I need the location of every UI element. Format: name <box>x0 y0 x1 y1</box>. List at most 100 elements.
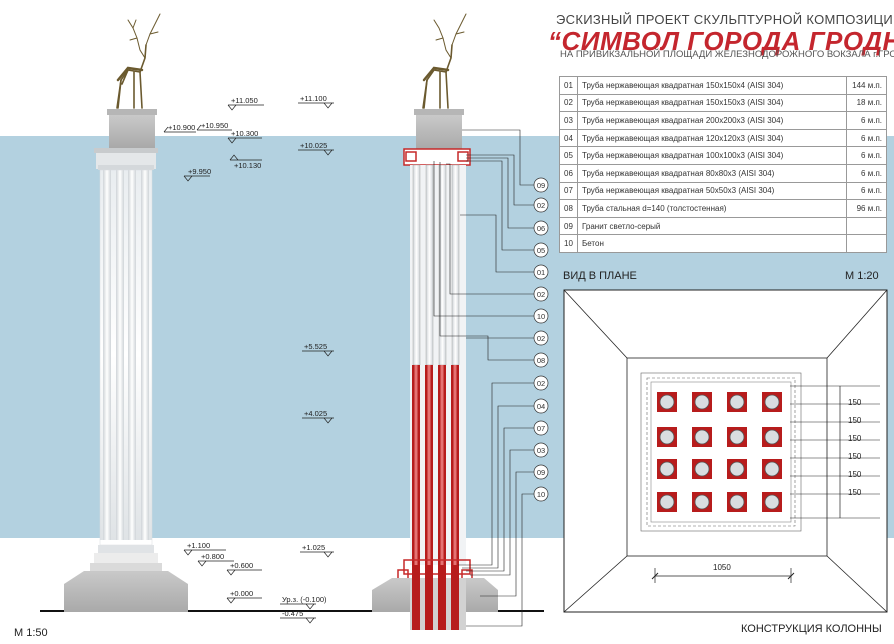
spec-cell-qty: 18 м.п. <box>846 93 887 113</box>
callout: 05 <box>533 242 549 258</box>
plan-pipe-round <box>694 429 710 445</box>
level-label: Ур.з. (-0.100) <box>282 595 327 604</box>
spec-cell-n: 10 <box>559 234 578 253</box>
spec-cell-name: Труба нержавеющая квадратная 150x150x4 (… <box>577 76 847 95</box>
plan-view: 1050 150 150 150 150 150 150 <box>563 289 888 613</box>
deer-sculpture-right <box>422 13 467 109</box>
plan-pipe-round <box>729 394 745 410</box>
plan-pipe-round <box>659 494 675 510</box>
plan-view-scale: М 1:20 <box>845 270 879 282</box>
callout: 03 <box>533 442 549 458</box>
left-level-marks <box>163 104 264 604</box>
callout: 04 <box>533 398 549 414</box>
spec-cell-name: Труба нержавеющая квадратная 50x50x3 (AI… <box>577 181 847 201</box>
plan-row-dimension: 150 <box>848 470 862 479</box>
plan-pipe-round <box>659 461 675 477</box>
svg-text:02: 02 <box>537 201 545 210</box>
callout: 02 <box>533 330 549 346</box>
callout: 07 <box>533 420 549 436</box>
callout: 08 <box>533 352 549 368</box>
svg-text:08: 08 <box>537 356 545 365</box>
plan-pipe-round <box>694 494 710 510</box>
plan-pipe-round <box>729 494 745 510</box>
spec-cell-n: 07 <box>559 181 578 201</box>
spec-cell-qty <box>846 234 887 253</box>
plan-pipe-round <box>694 394 710 410</box>
level-label: +1.100 <box>187 541 210 550</box>
callout-circles: 09 02 06 05 01 02 10 02 08 02 04 07 03 0… <box>533 177 549 502</box>
plan-pipe-round <box>729 429 745 445</box>
plan-row-dimension: 150 <box>848 452 862 461</box>
callout: 10 <box>533 486 549 502</box>
spec-cell-n: 01 <box>559 76 578 95</box>
spec-cell-qty: 6 м.п. <box>846 181 887 201</box>
callout: 02 <box>533 197 549 213</box>
plan-pipe-round <box>764 394 780 410</box>
level-label: +10.950 <box>201 121 228 130</box>
callout: 09 <box>533 177 549 193</box>
callout: 10 <box>533 308 549 324</box>
svg-text:02: 02 <box>537 379 545 388</box>
callout: 02 <box>533 286 549 302</box>
plan-view-title: ВИД В ПЛАНЕ <box>563 270 637 282</box>
spec-cell-name: Труба нержавеющая квадратная 80x80x3 (AI… <box>577 163 847 183</box>
spec-cell-name: Труба нержавеющая квадратная 150x150x3 (… <box>577 93 847 113</box>
svg-text:01: 01 <box>537 268 545 277</box>
callout: 06 <box>533 220 549 236</box>
spec-cell-name: Бетон <box>577 234 847 253</box>
plan-pipe-round <box>659 394 675 410</box>
spec-cell-n: 03 <box>559 111 578 130</box>
callout: 09 <box>533 464 549 480</box>
level-label: +0.000 <box>230 589 253 598</box>
spec-cell-n: 08 <box>559 199 578 218</box>
spec-cell-n: 02 <box>559 93 578 113</box>
level-label: +10.900 <box>168 123 195 132</box>
spec-cell-name: Труба нержавеющая квадратная 120x120x3 (… <box>577 128 847 148</box>
plan-row-dimension: 150 <box>848 488 862 497</box>
header-line-1: ЭСКИЗНЫЙ ПРОЕКТ СКУЛЬПТУРНОЙ КОМПОЗИЦИИ <box>556 12 894 27</box>
plan-pipe-round <box>764 429 780 445</box>
callout: 01 <box>533 264 549 280</box>
spec-cell-n: 04 <box>559 128 578 148</box>
level-label: +11.100 <box>300 94 327 103</box>
left-level-labels: +11.050 +10.900 +10.950 +10.300 +10.130 … <box>168 96 261 598</box>
spec-cell-name: Труба стальная d=140 (толстостенная) <box>577 199 847 218</box>
level-label: +9.950 <box>188 167 211 176</box>
svg-text:10: 10 <box>537 490 545 499</box>
header-subtitle: НА ПРИВИКЗАЛЬНОЙ ПЛОЩАДИ ЖЕЛЕЗНОДОРОЖНОГ… <box>560 49 894 60</box>
level-label: -0.475 <box>282 609 303 618</box>
deer-sculpture-left <box>116 13 161 109</box>
plan-pipe-round <box>729 461 745 477</box>
svg-text:10: 10 <box>537 312 545 321</box>
spec-cell-n: 05 <box>559 146 578 165</box>
mid-level-labels: +11.100 +10.025 +5.525 +4.025 +1.025 Ур.… <box>282 94 327 618</box>
level-label: +0.600 <box>230 561 253 570</box>
svg-text:05: 05 <box>537 246 545 255</box>
svg-text:09: 09 <box>537 181 545 190</box>
level-label: +4.025 <box>304 409 327 418</box>
svg-text:02: 02 <box>537 290 545 299</box>
svg-text:02: 02 <box>537 334 545 343</box>
pedestal-top-left <box>109 115 155 148</box>
level-label: +10.130 <box>234 161 261 170</box>
svg-text:06: 06 <box>537 224 545 233</box>
level-label: +1.025 <box>302 543 325 552</box>
spec-cell-n: 09 <box>559 216 578 236</box>
level-label: +0.800 <box>201 552 224 561</box>
base-left <box>64 571 188 612</box>
plan-pipe-round <box>764 494 780 510</box>
header-title: “СИМВОЛ ГОРОДА ГРОДНО” <box>548 26 894 56</box>
svg-text:04: 04 <box>537 402 545 411</box>
spec-cell-qty: 6 м.п. <box>846 111 887 130</box>
level-label: +10.300 <box>231 129 258 138</box>
